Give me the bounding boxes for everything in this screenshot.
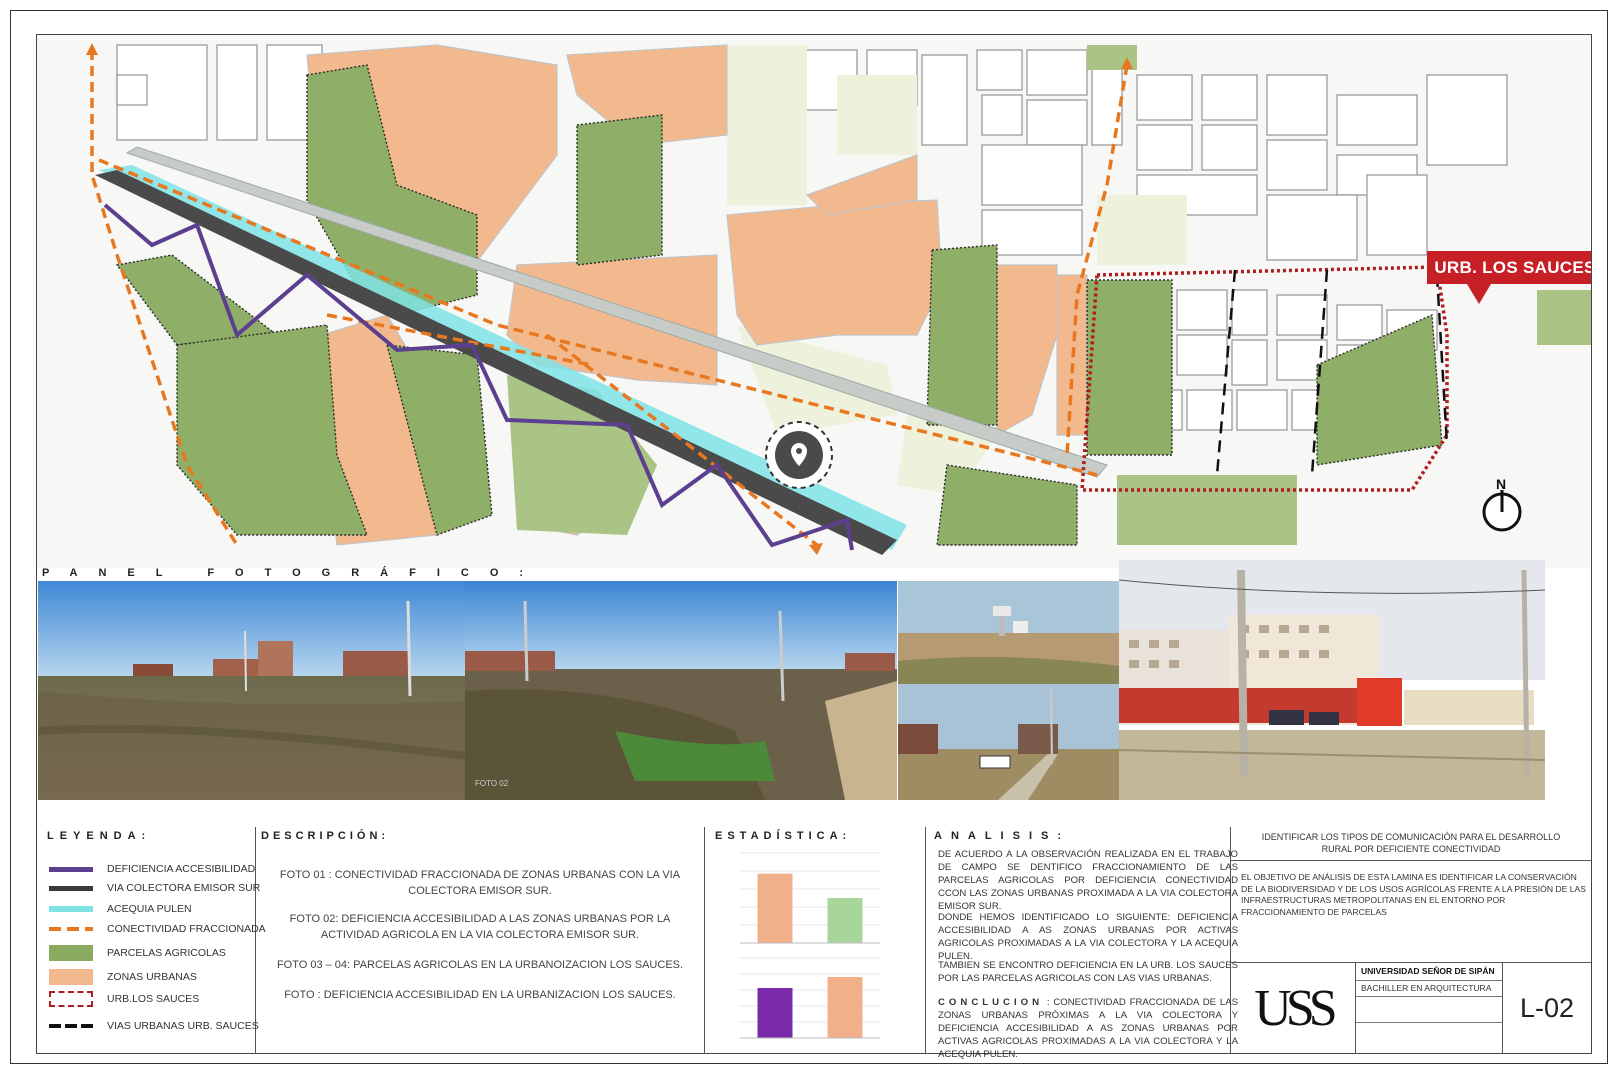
- photo-05[interactable]: [1119, 560, 1545, 800]
- title-block-heading: IDENTIFICAR LOS TIPOS DE COMUNICACIÓN PA…: [1231, 827, 1591, 861]
- description-line-2: FOTO 02: DEFICIENCIA ACCESIBILIDAD A LAS…: [289, 913, 671, 941]
- conectividad-fraccionada: [90, 50, 1129, 547]
- callout-arrow-icon: [1467, 284, 1491, 304]
- legend-title: LEYENDA:: [47, 830, 152, 842]
- legend-item-via-colectora: VIA COLECTORA EMISOR SUR: [49, 879, 260, 897]
- legend-item-parcelas: PARCELAS AGRICOLAS: [49, 944, 226, 962]
- deficiencia-accesibilidad: [103, 203, 854, 551]
- photo-01-image: [38, 581, 465, 800]
- north-arrow-icon: [1482, 490, 1522, 532]
- title-block-objective: EL OBJETIVO DE ANÁLISIS DE ESTA LAMINA E…: [1241, 872, 1586, 917]
- photo-02-caption: FOTO 02: [475, 779, 509, 788]
- photo-04[interactable]: [898, 684, 1119, 800]
- university-name: UNIVERSIDAD SEÑOR DE SIPÁN: [1361, 966, 1495, 976]
- description-line-3: FOTO 03 – 04: PARCELAS AGRICOLAS EN LA U…: [276, 959, 684, 971]
- via-colectora-emisor-sur: [95, 165, 907, 555]
- photo-03[interactable]: [898, 581, 1119, 684]
- university-logo: USS: [1231, 962, 1356, 1054]
- legend-item-conectividad: CONECTIVIDAD FRACCIONADA: [49, 920, 266, 938]
- vias-urbanas-urb-sauces: [1215, 269, 1449, 476]
- statistics-charts: [740, 852, 880, 1039]
- legend-item-zonas-urbanas: ZONAS URBANAS: [49, 968, 197, 986]
- analysis-paragraph-4: CONCLUCION : CONECTIVIDAD FRACCIONADA DE…: [938, 997, 1238, 1062]
- urban-block-outlines: [116, 44, 1508, 431]
- legend-item-vias-urbanas: VIAS URBANAS URB. SAUCES: [49, 1017, 259, 1035]
- chart-2-bar-1: [757, 988, 793, 1038]
- statistics-panel: ESTADÍSTICA:: [705, 827, 926, 1054]
- conclusion-title: CONCLUCION: [938, 997, 1044, 1008]
- legend-item-accesibilidad: DEFICIENCIA ACCESIBILIDAD: [49, 860, 255, 878]
- drawing-sheet-border: [10, 10, 1608, 1064]
- legend-panel: LEYENDA: DEFICIENCIA ACCESIBILIDAD VIA C…: [37, 827, 266, 1054]
- statistics-title: ESTADÍSTICA:: [715, 830, 852, 842]
- analysis-title: ANALISIS:: [934, 830, 1070, 842]
- description-line-4: FOTO : DEFICIENCIA ACCESIBILIDAD EN LA U…: [284, 989, 676, 1001]
- legend-item-acequia: ACEQUIA PULEN: [49, 900, 192, 918]
- description-title: DESCRIPCIÓN:: [261, 830, 390, 842]
- photo-01[interactable]: [38, 581, 465, 800]
- site-map-drawing: N: [37, 35, 1591, 568]
- analysis-paragraph-1: DE ACUERDO A LA OBSERVACIÓN REALIZADA EN…: [938, 849, 1238, 912]
- chart-1-bar-2: [827, 898, 863, 943]
- urb-los-sauces-callout: URB. LOS SAUCES: [1427, 251, 1591, 284]
- photo-02[interactable]: FOTO 02: [465, 581, 897, 800]
- agricultural-parcels-light: [507, 45, 1591, 545]
- description-line-1: FOTO 01 : CONECTIVIDAD FRACCIONADA DE ZO…: [279, 869, 681, 897]
- analysis-panel: ANALISIS: DE ACUERDO A LA OBSERVACIÓN RE…: [926, 827, 1238, 1060]
- chart-1-bar-1: [757, 873, 793, 943]
- title-block: IDENTIFICAR LOS TIPOS DE COMUNICACIÓN PA…: [1231, 827, 1591, 1054]
- analysis-paragraph-3: TAMBIEN SE ENCONTRO DEFICIENCIA EN LA UR…: [938, 960, 1238, 984]
- photo-02-image: [465, 581, 897, 800]
- location-marker-icon: [765, 421, 833, 489]
- chart-2-bar-2: [827, 977, 863, 1038]
- photo-04-image: [898, 684, 1119, 800]
- sheet-code: L-02: [1519, 992, 1575, 1023]
- legend-item-urb-sauces: URB.LOS SAUCES: [49, 990, 199, 1008]
- analysis-paragraph-2: DONDE HEMOS IDENTIFICADO LO SIGUIENTE: D…: [938, 912, 1238, 962]
- photo-05-image: [1119, 560, 1545, 800]
- conclusion-text: : CONECTIVIDAD FRACCIONADA DE LAS ZONAS …: [938, 997, 1238, 1060]
- description-panel: DESCRIPCIÓN: FOTO 01 : CONECTIVIDAD FRAC…: [256, 827, 705, 1054]
- drawing-inner-frame: [36, 34, 1592, 1054]
- north-label: N: [1496, 476, 1506, 492]
- site-map[interactable]: N URB. LOS SAUCES: [37, 35, 1591, 568]
- program-name: BACHILLER EN ARQUITECTURA: [1361, 983, 1492, 993]
- photo-panel-title: PANEL FOTOGRÁFICO:: [42, 567, 545, 579]
- photo-03-image: [898, 581, 1119, 684]
